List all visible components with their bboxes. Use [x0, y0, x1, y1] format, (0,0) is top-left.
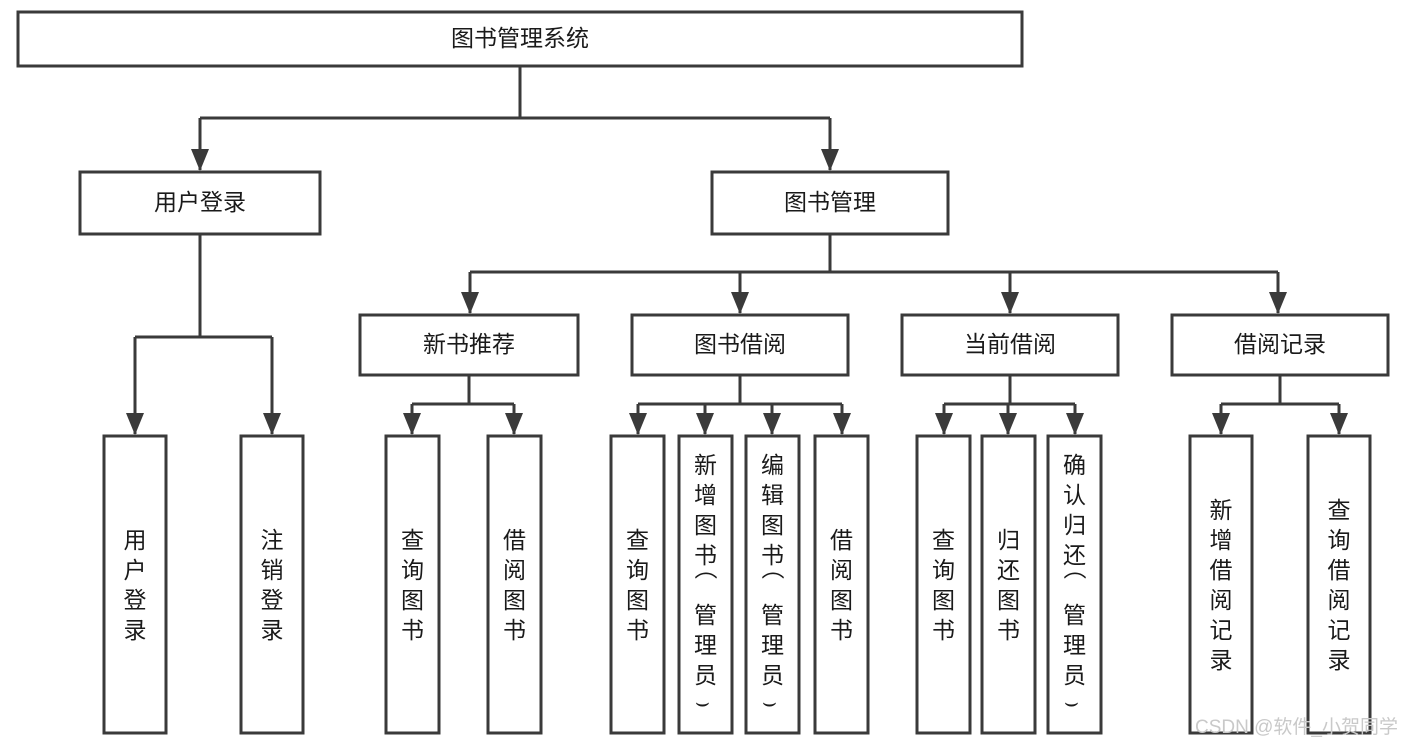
node-box[interactable]	[384, 434, 441, 735]
arrow-head-icon	[263, 413, 281, 435]
node-box[interactable]	[915, 434, 972, 735]
node-label: 图书管理	[784, 189, 876, 215]
node-label: 图书管理系统	[451, 25, 589, 51]
node-leaf-logout[interactable]: 注销登录	[239, 434, 305, 735]
node-box[interactable]	[677, 434, 734, 735]
node-leaf-user-login[interactable]: 用户登录	[102, 434, 168, 735]
arrow-head-icon	[1212, 413, 1230, 435]
node-label: 查询图书	[932, 527, 955, 643]
node-box[interactable]	[609, 434, 666, 735]
node-label: 新书推荐	[423, 331, 515, 357]
node-borrow-record[interactable]: 借阅记录	[1170, 313, 1390, 377]
node-label: 当前借阅	[964, 331, 1056, 357]
csdn-watermark: CSDN @软件_小贺同学	[1195, 716, 1398, 738]
arrow-head-icon	[461, 292, 479, 314]
node-label: 新增借阅记录	[1210, 497, 1233, 673]
arrow-head-icon	[1066, 413, 1084, 435]
node-root[interactable]: 图书管理系统	[16, 10, 1024, 68]
node-book-borrow[interactable]: 图书借阅	[630, 313, 850, 377]
node-box[interactable]	[1170, 313, 1390, 377]
node-label: 图书借阅	[694, 331, 786, 357]
node-box[interactable]	[1046, 434, 1103, 735]
node-label: 借阅图书	[830, 527, 853, 643]
node-box[interactable]	[744, 434, 801, 735]
arrow-head-icon	[126, 413, 144, 435]
node-box[interactable]	[16, 10, 1024, 68]
arrow-head-icon	[696, 413, 714, 435]
node-label: 注销登录	[261, 527, 284, 643]
node-box[interactable]	[1306, 434, 1372, 735]
node-box[interactable]	[710, 170, 950, 236]
arrow-head-icon	[731, 292, 749, 314]
node-leaf-add-book[interactable]: 新增图书⌒管理员⌣	[677, 434, 734, 735]
node-box[interactable]	[239, 434, 305, 735]
node-leaf-add-record[interactable]: 新增借阅记录	[1188, 434, 1254, 735]
arrow-head-icon	[763, 413, 781, 435]
arrow-head-icon	[833, 413, 851, 435]
node-label: 确认归还⌒管理员⌣	[1063, 452, 1087, 718]
node-leaf-confirm-return[interactable]: 确认归还⌒管理员⌣	[1046, 434, 1103, 735]
node-leaf-borrow-book-rec[interactable]: 借阅图书	[486, 434, 543, 735]
arrow-head-icon	[935, 413, 953, 435]
node-label: 新增图书⌒管理员⌣	[694, 452, 718, 718]
node-label: 借阅图书	[503, 527, 526, 643]
node-box[interactable]	[900, 313, 1120, 377]
node-label: 编辑图书⌒管理员⌣	[761, 452, 785, 718]
node-leaf-query-book-bb[interactable]: 查询图书	[609, 434, 666, 735]
arrow-head-icon	[629, 413, 647, 435]
node-label: 用户登录	[124, 527, 147, 643]
node-label: 查询图书	[401, 527, 424, 643]
node-label: 归还图书	[997, 527, 1020, 643]
arrow-head-icon	[191, 149, 209, 171]
node-book-manage[interactable]: 图书管理	[710, 170, 950, 236]
node-leaf-borrow-book-bb[interactable]: 借阅图书	[813, 434, 870, 735]
node-layer: 图书管理系统用户登录图书管理新书推荐图书借阅当前借阅借阅记录用户登录注销登录查询…	[16, 10, 1390, 735]
node-leaf-query-record[interactable]: 查询借阅记录	[1306, 434, 1372, 735]
arrow-head-icon	[1001, 292, 1019, 314]
node-box[interactable]	[102, 434, 168, 735]
node-label: 借阅记录	[1234, 331, 1326, 357]
node-box[interactable]	[78, 170, 322, 236]
arrow-head-icon	[999, 413, 1017, 435]
node-box[interactable]	[980, 434, 1037, 735]
node-current-borrow[interactable]: 当前借阅	[900, 313, 1120, 377]
node-leaf-edit-book[interactable]: 编辑图书⌒管理员⌣	[744, 434, 801, 735]
node-new-book-rec[interactable]: 新书推荐	[358, 313, 580, 377]
node-label: 查询借阅记录	[1328, 497, 1351, 673]
node-leaf-query-book-cb[interactable]: 查询图书	[915, 434, 972, 735]
node-leaf-return-book[interactable]: 归还图书	[980, 434, 1037, 735]
node-box[interactable]	[630, 313, 850, 377]
node-leaf-query-book-rec[interactable]: 查询图书	[384, 434, 441, 735]
node-box[interactable]	[1188, 434, 1254, 735]
node-user-login[interactable]: 用户登录	[78, 170, 322, 236]
arrow-head-icon	[505, 413, 523, 435]
node-box[interactable]	[813, 434, 870, 735]
arrow-head-icon	[403, 413, 421, 435]
connector-layer	[126, 66, 1348, 435]
node-box[interactable]	[486, 434, 543, 735]
arrow-head-icon	[821, 149, 839, 171]
node-label: 查询图书	[626, 527, 649, 643]
arrow-head-icon	[1269, 292, 1287, 314]
node-label: 用户登录	[154, 189, 246, 215]
arrow-head-icon	[1330, 413, 1348, 435]
node-box[interactable]	[358, 313, 580, 377]
